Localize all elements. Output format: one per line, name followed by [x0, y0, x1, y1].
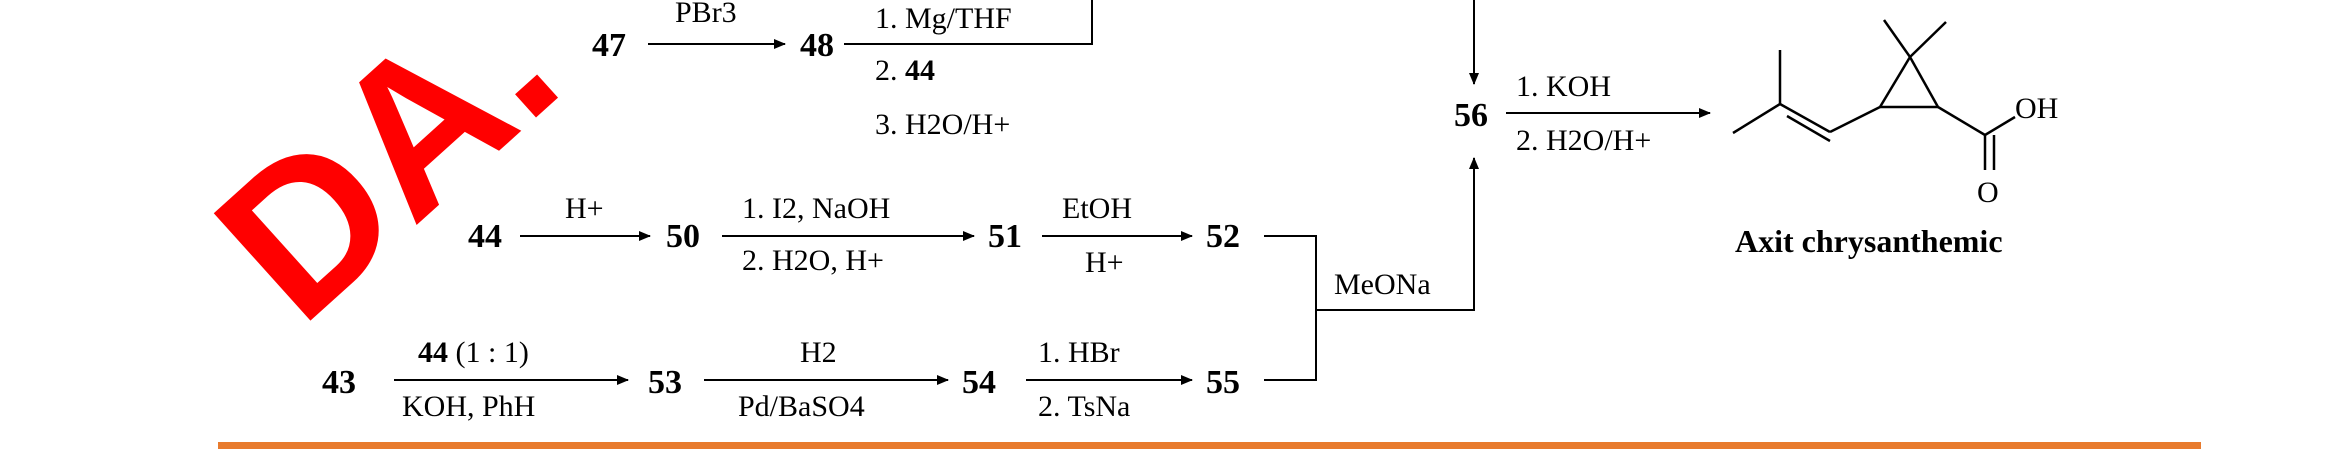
compound-44-middle: 44 [468, 218, 502, 255]
reagent-h2o-hplus-final: 2. H2O/H+ [1516, 124, 1651, 157]
compound-50: 50 [666, 218, 700, 255]
chrysanthemic-acid-structure [1732, 19, 2016, 170]
compound-48: 48 [800, 27, 834, 64]
reagent-step2-44: 2. 44 [875, 54, 935, 87]
reagent-i2-naoh: 1. I2, NaOH [742, 192, 890, 225]
footer-bar [218, 442, 2201, 449]
compound-53: 53 [648, 364, 682, 401]
reagent-pbr3: PBr3 [675, 0, 737, 29]
bracket-48 [844, 0, 1093, 45]
reagent-h2: H2 [800, 336, 837, 369]
reagent-koh: 1. KOH [1516, 70, 1611, 103]
reagent-mg-thf: 1. Mg/THF [875, 2, 1012, 35]
bracket-52-55 [1264, 235, 1317, 381]
reagent-etoh: EtOH [1062, 192, 1132, 225]
product-o-label: O [1977, 176, 1999, 209]
reagent-tsna: 2. TsNa [1038, 390, 1130, 423]
compound-43: 43 [322, 364, 356, 401]
compound-56: 56 [1454, 97, 1488, 134]
reagent-step3-h2o: 3. H2O/H+ [875, 108, 1010, 141]
watermark: DA. [173, 0, 599, 363]
product-oh-label: OH [2015, 92, 2058, 125]
product-name: Axit chrysanthemic [1735, 223, 2003, 259]
reagent-pd-baso4: Pd/BaSO4 [738, 390, 865, 423]
compound-54: 54 [962, 364, 996, 401]
arrow-to-56-up [1316, 157, 1479, 311]
reagent-h-plus-2: H+ [1085, 246, 1124, 279]
reagent-h2o-hplus: 2. H2O, H+ [742, 244, 884, 277]
reagent-koh-phh: KOH, PhH [402, 390, 535, 423]
reagent-meona: MeONa [1334, 268, 1431, 301]
compound-51: 51 [988, 218, 1022, 255]
reagent-hbr: 1. HBr [1038, 336, 1120, 369]
reagent-44-ratio: 44 (1 : 1) [418, 336, 529, 369]
reagent-h-plus: H+ [565, 192, 604, 225]
compound-52: 52 [1206, 218, 1240, 255]
compound-47: 47 [592, 27, 626, 64]
compound-55: 55 [1206, 364, 1240, 401]
